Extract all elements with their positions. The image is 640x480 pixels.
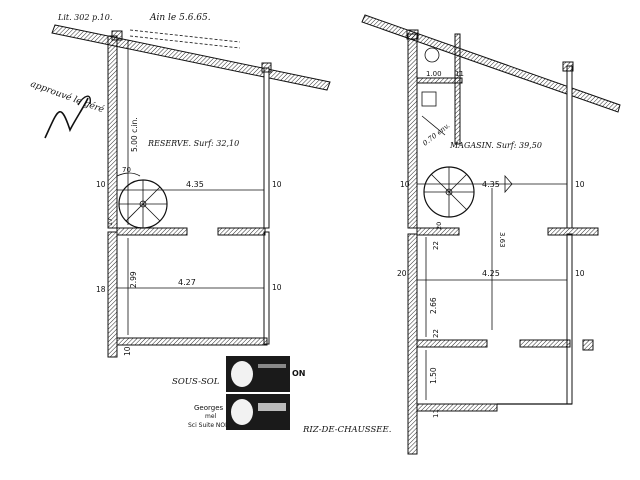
right-bottom-wall-dim: 11 [432,409,440,418]
left-right-wall-lower [263,231,270,345]
right-wall-dim-1: 10 [400,180,410,189]
right-inner-wall-dim-1: 22 [432,241,440,250]
stamp-portrait-icon-2 [231,399,253,425]
level-label-sous-sol: SOUS-SOL [172,377,220,387]
left-dim-bottom-width: 4.27 [178,278,196,287]
left-right-wall-dim-2: 10 [272,283,282,292]
left-wall-dim-2: 18 [96,285,106,294]
left-wall-dim-1: 10 [96,180,106,189]
left-dim-height-upper: 5.00 c.in. [130,117,139,152]
left-top-wall [51,24,331,91]
wc-fixture [424,47,440,63]
right-top-wall [361,14,621,113]
right-dim-bottom-width: 4.25 [482,269,500,278]
ref-note: Lit. 302 p.10. [57,13,112,22]
right-lower-wall-a [416,339,488,348]
level-label-riz-de-chaussee: RIZ-DE-CHAUSSEE. [302,425,391,435]
right-bottom-wall [416,403,498,412]
stamp-portrait-icon [231,361,253,387]
left-mid-wall-a [116,227,188,236]
signature-text: approuvé le géré [29,78,106,115]
right-dim-height-b: 2.66 [429,297,438,314]
approval-note: Ain le 5.6.65. [149,13,211,23]
left-dim-height-lower: 2.99 [129,271,138,288]
left-pillar-corner [111,30,123,41]
left-door-dim: 70 [122,166,131,174]
left-plan: Lit. 302 p.10. Ain le 5.6.65. approuvé l… [29,13,331,387]
fiscal-stamps: ON Georges mel Sci Suite NOL [188,356,306,430]
right-dim-top-width: 4.35 [482,180,500,189]
right-pillar-corner [406,29,419,40]
stamp-on-text: ON [292,369,306,378]
right-pillar-bottom [582,339,594,351]
wc-thick-dim: 11 [455,70,464,78]
right-outer-wall-lower [407,233,418,455]
left-spiral-stair [118,179,168,229]
left-bottom-wall-dim: 10 [123,346,132,356]
left-right-wall-upper [263,67,270,229]
stair-arrow [504,174,513,194]
left-outer-wall-upper [107,35,118,229]
wc-diag-dim: 0.70 env. [421,122,451,148]
left-bottom-wall [116,337,268,346]
right-spiral-stair [423,166,475,218]
right-mid-wall-b [547,227,599,236]
right-right-wall-lower [566,233,573,405]
right-lower-wall-b [519,339,571,348]
right-plan: MAGASIN. Surf: 39,50 4.35 4.25 1.00 11 0… [302,14,621,455]
wc-wall-horizontal [416,77,463,84]
right-right-wall-upper [566,65,573,229]
left-room-label: RESERVE. Surf: 32,10 [147,139,239,148]
stamp-line-2: mel [205,413,217,420]
right-stair-dim: 20 [435,222,443,230]
left-dim-top-width: 4.35 [186,180,204,189]
right-outer-wall-upper [407,33,418,229]
left-stair-dim: 17 [106,218,114,226]
wc-wall-vertical [454,33,461,145]
left-outer-wall-lower [107,231,118,358]
right-wall-dim-2: 20 [397,269,407,278]
right-mid-wall-a [416,227,460,236]
right-room-label: MAGASIN. Surf: 39,50 [449,141,542,150]
signature-scribble [44,97,89,139]
stamp-name-line: Georges [194,404,224,412]
right-inner-wall-dim-2: 22 [432,329,440,338]
right-pillar-top [562,61,574,72]
right-dim-height-c: 1.50 [429,367,438,384]
wc-width-dim: 1.00 [426,70,442,78]
left-mid-wall-b [217,227,266,236]
left-pillar-top [261,62,272,73]
left-right-wall-dim-1: 10 [272,180,282,189]
left-door-arc [116,172,141,177]
right-dim-height-a: 3.63 [498,232,506,248]
right-right-wall-dim-2: 10 [575,269,585,278]
stamp-line-3: Sci Suite NOL [188,422,229,429]
right-right-wall-dim-1: 10 [575,180,585,189]
